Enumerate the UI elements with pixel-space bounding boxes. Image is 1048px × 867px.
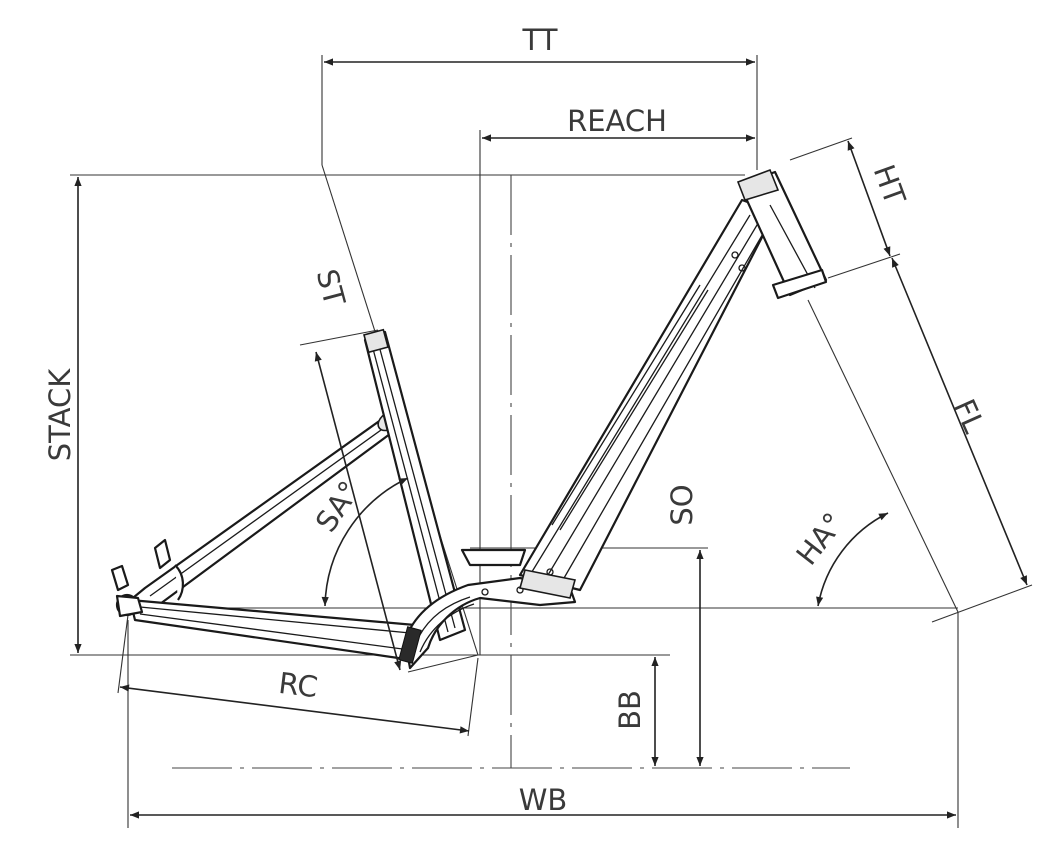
rc-right-extension: [467, 657, 479, 737]
rear-dropout: [115, 593, 144, 618]
sa-angle-arc: [321, 477, 409, 607]
dimension-lines: [74, 58, 1028, 819]
down-tube: [518, 198, 777, 599]
ha-angle-arc: [816, 512, 889, 607]
reach-label: REACH: [567, 104, 667, 138]
st-top-extension: [299, 329, 379, 346]
fl-bottom-extension: [931, 584, 1033, 623]
ha-angle-label: HA°: [789, 506, 850, 571]
ht-label: HT: [867, 160, 913, 209]
wb-label: WB: [519, 783, 568, 817]
ht-top-extension: [789, 137, 853, 161]
ht-bottom-extension: [827, 253, 901, 279]
rc-label: RC: [277, 666, 320, 704]
seat-stay: [110, 410, 401, 618]
head-tube: [736, 168, 828, 300]
bike-frame: [110, 168, 828, 670]
ht-dimension: [847, 140, 891, 257]
bb-label: BB: [613, 690, 647, 730]
so-label: SO: [665, 484, 699, 525]
st-label: ST: [310, 266, 352, 310]
st-bottom-extension: [407, 654, 479, 673]
tt-label: TT: [522, 23, 558, 57]
steering-axis-line: [807, 299, 959, 613]
fl-dimension: [891, 257, 1028, 586]
fl-label: FL: [947, 394, 991, 438]
rc-left-extension: [117, 614, 129, 694]
bottom-bracket-motor: [398, 548, 577, 670]
rc-dimension: [119, 684, 470, 734]
stack-label: STACK: [43, 368, 77, 461]
